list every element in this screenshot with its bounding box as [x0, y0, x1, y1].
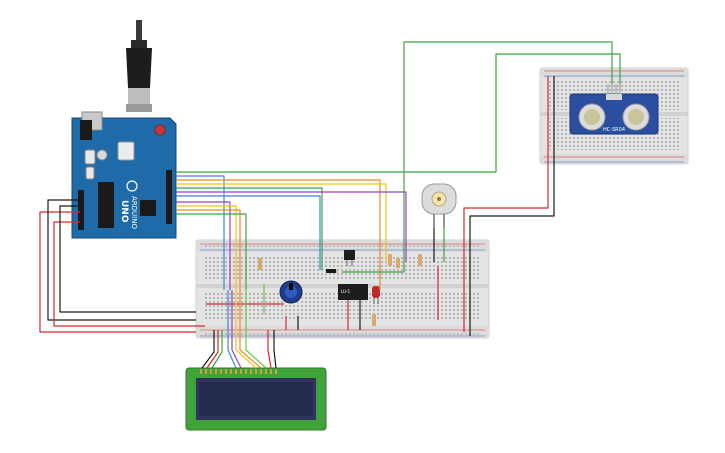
ultrasonic-label: HC-SR04: [603, 127, 625, 133]
wire-orange-2: [176, 209, 241, 290]
dc-motor: [421, 183, 457, 228]
arduino-model: UNO: [119, 200, 129, 223]
wire-lcd-black: [201, 330, 215, 369]
wire-lcd-red: [206, 330, 219, 369]
wire-yellow-2: [176, 205, 237, 290]
wire-blue-2: [176, 195, 321, 270]
wires: [39, 41, 621, 369]
diode: [326, 269, 338, 273]
usb-cable: [126, 20, 152, 112]
wire-black-arduino-gnd: [47, 199, 196, 321]
wire-red-left-rail: [53, 221, 205, 327]
wire-lcd-black2: [273, 330, 277, 369]
resistors: [258, 254, 422, 326]
wire-blue-1: [176, 175, 225, 290]
wire-black-ultrasonic: [469, 76, 555, 246]
wire-orange-1: [176, 179, 381, 290]
ultrasonic-sensor: HC-SR04: [569, 84, 659, 135]
wire-lcd-green: [211, 330, 223, 369]
transistor: [344, 250, 355, 266]
wire-yellow-1: [176, 183, 387, 262]
wire-green-long: [176, 187, 323, 270]
svg-text:LU-5: LU-5: [341, 289, 350, 294]
arduino-brand: ARDUINO: [130, 196, 138, 229]
led-red: [372, 286, 380, 304]
arduino-uno-board: ARDUINO UNO: [71, 111, 177, 239]
wire-lcd-blue: [227, 290, 237, 369]
wire-lcd-orange: [239, 290, 262, 369]
wire-green-echo: [176, 53, 621, 173]
potentiometer: [279, 280, 303, 304]
arduino-logo-icon: [126, 180, 138, 192]
relay-module: LU-5: [338, 284, 368, 300]
lcd-display: [185, 367, 327, 431]
wire-green-trig: [342, 41, 613, 273]
wire-purple-1: [176, 191, 407, 262]
wire-red-ultrasonic: [463, 76, 549, 246]
wire-lcd-red2: [267, 330, 272, 369]
wire-lcd-purple: [231, 290, 242, 369]
wire-lcd-green2: [245, 290, 267, 369]
wire-lcd-yellow: [235, 290, 257, 369]
wire-purple-2: [176, 201, 231, 290]
wire-black-rail: [59, 205, 196, 313]
wire-green-2: [176, 213, 247, 290]
